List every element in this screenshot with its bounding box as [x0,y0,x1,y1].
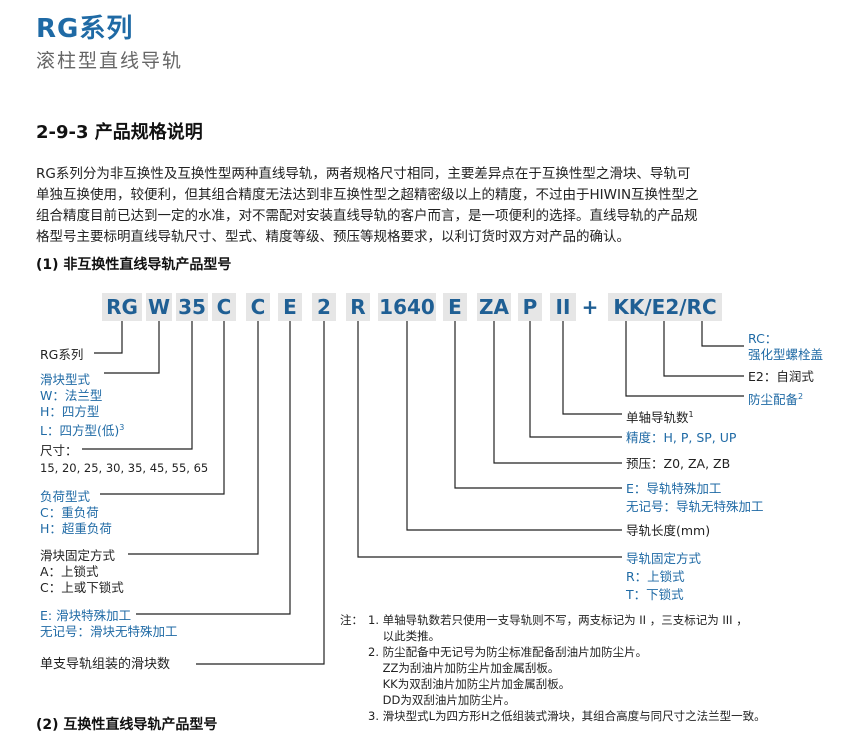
code-segment-c1: C [212,293,236,321]
label-dust: 防尘配备2 [748,388,803,408]
line-rg [94,321,123,354]
code-segment-r: R [346,293,370,321]
code-segment-za: ZA [477,293,511,321]
label-rail-none: 无记号：导轨无特殊加工 [626,499,764,514]
label-block-type-l: L：四方型(低)3 [40,419,124,439]
label-block-type-h: H：四方型 [40,404,100,419]
line-blocks-per-rail [196,321,325,665]
label-block-type-title: 滑块型式 [40,372,91,387]
series-subtitle: 滚柱型直线导轨 [36,50,184,72]
next-subheading-cut: (2) 互换性直线导轨产品型号 [36,717,218,733]
note-ref-2: 2 [798,392,804,401]
label-block-type-l-text: L：四方型(低) [40,423,120,439]
intro-line: 格型号主要标明直线导轨尺寸、型式、精度等级、预压等规格要求，以利订货时双方对产品… [36,229,630,245]
code-segment-35: 35 [176,293,208,321]
subheading: (1) 非互换性直线导轨产品型号 [36,257,232,273]
intro-paragraph: RG系列分为非互换性及互换性型两种直线导轨，两者规格尺寸相同，主要差异点在于互换… [36,164,796,248]
label-rail-length: 导轨长度(mm) [626,523,711,538]
label-accuracy: 精度：H, P, SP, UP [626,430,737,445]
label-block-type-w: W：法兰型 [40,388,103,403]
notes-block: 注： 1. 单轴导轨数若只使用一支导轨则不写，两支标记为 II ，三支标记为 I… [340,612,766,724]
note-line: ZZ为刮油片加防尘片加金属刮板。 [368,661,560,675]
label-blocks-per-rail: 单支导轨组装的滑块数 [40,657,171,672]
label-size-title: 尺寸： [40,443,78,458]
code-segment-w: W [146,293,172,321]
series-title: RG系列 [36,14,134,44]
label-load-title: 负荷型式 [40,489,91,504]
label-rails-per-axis: 单轴导轨数1 [626,406,694,426]
intro-line: 组合精度目前已达到一定的水准，对不需配对安装直线导轨的客户而言，是一项便利的选择… [36,208,698,224]
code-segment-ii: II [550,293,576,321]
line-preload [493,321,622,464]
label-rails-per-axis-text: 单轴导轨数 [626,410,689,426]
label-fix-title: 滑块固定方式 [40,548,116,563]
note-line: KK为双刮油片加防尘片加金属刮板。 [368,677,571,691]
line-load [100,321,225,495]
label-block-none: 无记号：滑块无特殊加工 [40,624,178,639]
line-rail-special [454,321,622,489]
note-ref-1: 1 [688,410,694,419]
label-fix-c: C：上或下锁式 [40,580,124,595]
label-fix-a: A：上锁式 [40,564,99,579]
line-e2 [663,321,744,377]
note-line: 1. 单轴导轨数若只使用一支导轨则不写，两支标记为 II ，三支标记为 III … [368,613,748,627]
line-w [104,321,160,374]
line-accuracy [529,321,622,438]
code-segment-2: 2 [312,293,336,321]
label-e2: E2：自润式 [748,369,814,384]
intro-line: 单独互换使用，较便利，但其组合精度无法达到非互换性型之超精密级以上的精度，不过由… [36,187,699,203]
note-line: DD为双刮油片加防尘片。 [368,693,516,707]
code-segment-plus: + [581,295,599,319]
code-segment-e1: E [278,293,302,321]
section-title: 2-9-3 产品规格说明 [36,122,203,143]
line-fix [128,321,259,555]
line-dust [625,321,744,397]
label-preload: 预压：Z0, ZA, ZB [626,456,731,471]
label-rg-series: RG系列 [40,347,84,362]
code-segment-kk-e2-rc: KK/E2/RC [608,293,722,321]
label-block-special: E: 滑块特殊加工 [40,608,132,623]
line-rails-per-axis [562,321,622,415]
code-segment-p: P [518,293,542,321]
code-segment-1640: 1640 [378,293,436,321]
note-line: 2. 防尘配备中无记号为防尘标准配备刮油片加防尘片。 [368,645,648,659]
note-line: 以此类推。 [368,629,441,643]
label-rc-title: RC： [748,331,778,346]
note-ref-3: 3 [119,423,125,432]
label-rc-desc: 强化型螺栓盖 [748,347,824,362]
line-block-special [136,321,291,615]
code-segment-c2: C [246,293,270,321]
label-size-values: 15, 20, 25, 30, 35, 45, 55, 65 [40,461,209,475]
label-rail-fix-r: R：上锁式 [626,569,685,584]
label-load-h: H：超重负荷 [40,521,112,536]
line-rail-fix [357,321,622,558]
code-segment-e2: E [443,293,467,321]
line-length [406,321,622,531]
notes-prefix: 注： [340,613,363,627]
label-dust-text: 防尘配备 [748,392,799,408]
line-rc [701,321,744,347]
line-size [82,321,193,450]
label-load-c: C：重负荷 [40,505,99,520]
intro-line: RG系列分为非互换性及互换性型两种直线导轨，两者规格尺寸相同，主要差异点在于互换… [36,166,691,182]
code-segment-rg: RG [102,293,142,321]
label-rail-fix-title: 导轨固定方式 [626,551,702,566]
note-line: 3. 滑块型式L为四方形H之低组装式滑块，其组合高度与同尺寸之法兰型一致。 [368,709,766,723]
label-rail-fix-t: T：下锁式 [626,587,684,602]
label-rail-special: E：导轨特殊加工 [626,481,722,496]
